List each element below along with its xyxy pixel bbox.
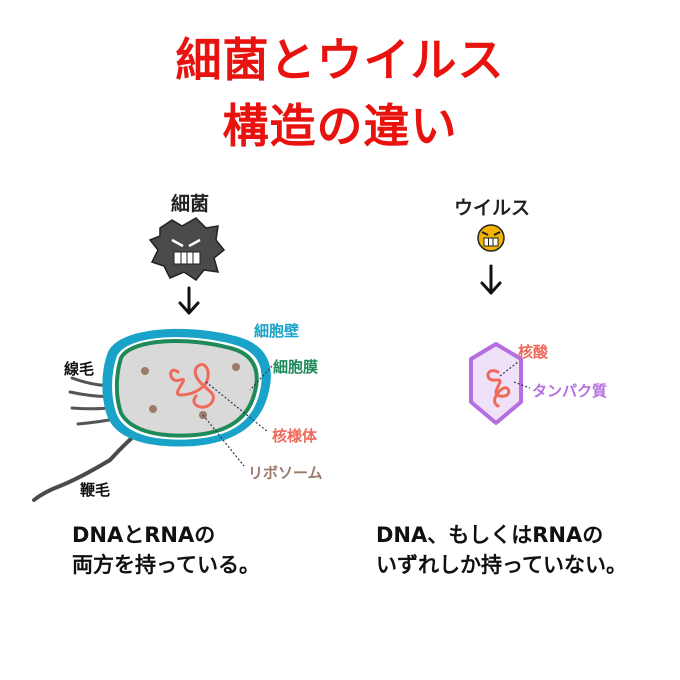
cell-membrane-label: 細胞膜 [273,358,318,376]
down-arrow-icon [178,286,200,315]
bacteria-heading: 細菌 [171,192,209,215]
pili-label: 線毛 [64,360,94,378]
angry-virus-icon [477,224,505,252]
bacteria-caption-line2: 両方を持っている。 [72,553,260,577]
flagellum-label: 鞭毛 [80,481,110,499]
page-title-line2: 構造の違い [222,99,458,153]
virus-caption: DNA、もしくはRNAの いずれしか持っていない。 [376,520,627,580]
capsid-label: タンパク質 [532,382,607,400]
page-title-line1: 細菌とウイルス [175,33,505,87]
bacteria-caption: DNAとRNAの 両方を持っている。 [72,520,260,580]
virus-caption-line2: いずれしか持っていない。 [376,553,627,577]
down-arrow-icon [480,264,502,295]
nucleoid [169,363,215,409]
nucleoid-label: 核様体 [272,427,318,445]
nucleic-acid-label: 核酸 [518,343,549,361]
virus-leader-lines [499,361,531,389]
virus-heading: ウイルス [454,197,530,219]
leader-lines [202,365,273,467]
cell-membrane [114,339,259,438]
capsid [469,342,523,425]
virus-caption-line1: DNA、もしくはRNAの [376,523,604,547]
bacteria-caption-line1: DNAとRNAの [72,523,216,547]
ribosome-label: リボソーム [248,464,323,482]
angry-bacteria-icon [148,217,226,282]
flagellum [32,420,152,502]
cell-wall-label: 細胞壁 [254,322,299,340]
nucleic-acid [486,369,511,408]
